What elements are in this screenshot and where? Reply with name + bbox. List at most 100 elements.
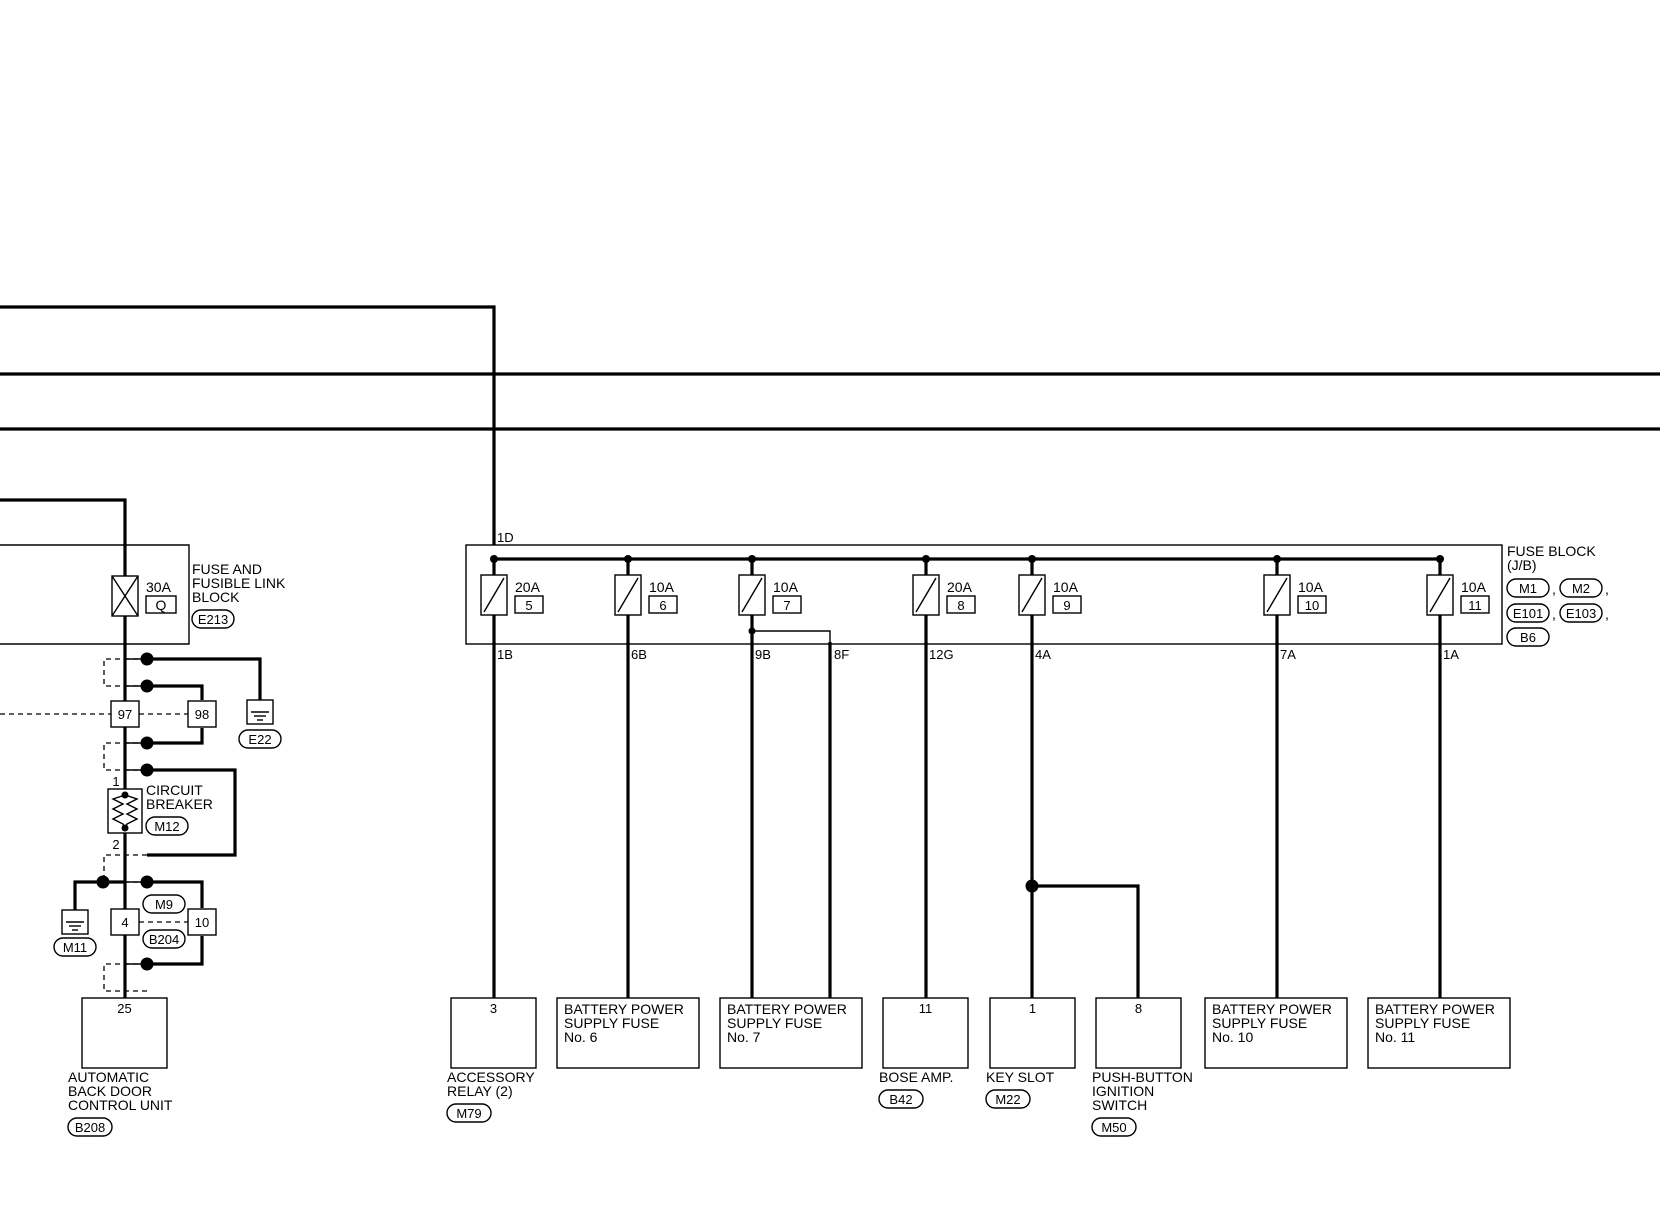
fuse-block-label-1: FUSE BLOCK — [1507, 543, 1596, 559]
pin-box-10 — [187, 908, 217, 936]
component-connector: M79 — [456, 1106, 481, 1121]
connector-separator-3: , — [1552, 606, 1556, 622]
fuse-symbol — [1018, 574, 1046, 616]
connector-separator-4: , — [1605, 606, 1609, 622]
branch-wire-ignition-switch — [1032, 884, 1140, 998]
pin-10: 10 — [195, 915, 209, 930]
breaker-terminal-bottom — [121, 824, 129, 832]
breaker-terminal-top — [121, 791, 129, 799]
component-connector: B208 — [75, 1120, 105, 1135]
connector-e22: E22 — [248, 732, 271, 747]
fuse-output-pin: 1A — [1443, 647, 1459, 662]
connector-badge-m2 — [1559, 578, 1603, 598]
component-pin: 25 — [117, 1001, 131, 1016]
component-label: KEY SLOT — [986, 1069, 1055, 1085]
component-label: PUSH-BUTTON — [1092, 1069, 1193, 1085]
fuse-output-pin: 7A — [1280, 647, 1296, 662]
connector-badge — [446, 1103, 492, 1123]
component-inner-text: No. 11 — [1375, 1029, 1415, 1045]
breaker-pin-1: 1 — [112, 774, 119, 789]
fuse-number: 5 — [525, 598, 532, 613]
fuse-block-input-pin: 1D — [497, 530, 514, 545]
fuse-rating: 10A — [649, 579, 675, 595]
component-label: CONTROL UNIT — [68, 1097, 173, 1113]
connector-badge-e22 — [238, 729, 282, 749]
connector-badge-m11 — [53, 937, 97, 957]
component-inner-text: BATTERY POWER — [564, 1001, 684, 1017]
component-connector: B42 — [889, 1092, 912, 1107]
pin-97: 97 — [118, 707, 132, 722]
connector-m1: M1 — [1519, 581, 1537, 596]
component-inner-text: SUPPLY FUSE — [1212, 1015, 1307, 1031]
fuse-number: 9 — [1063, 598, 1070, 613]
fuse-output-pin: 9B — [755, 647, 771, 662]
fuse-link-block-label-2: FUSIBLE LINK — [192, 575, 286, 591]
connector-separator-2: , — [1605, 581, 1609, 597]
connector-separator-1: , — [1552, 581, 1556, 597]
connector-badge-m12 — [145, 816, 189, 836]
pin-box-97 — [110, 700, 140, 728]
splice-dot-4 — [140, 763, 154, 777]
connector-badge-m9 — [142, 894, 186, 914]
fuse-rating: 20A — [947, 579, 973, 595]
fuse-element — [483, 577, 505, 613]
component-connector: M50 — [1101, 1120, 1126, 1135]
fuse-element — [1266, 577, 1288, 613]
fuse-block-label-2: (J/B) — [1507, 557, 1537, 573]
component-pin: 1 — [1029, 1001, 1036, 1016]
fuse-output-pin-2: 8F — [834, 647, 849, 662]
pin-4: 4 — [121, 915, 128, 930]
component-pin: 3 — [490, 1001, 497, 1016]
component-inner-text: No. 6 — [564, 1029, 598, 1045]
fuse-link-rating: 30A — [146, 579, 172, 595]
splice-dot-key-slot — [1025, 879, 1039, 893]
component-inner-text: BATTERY POWER — [1212, 1001, 1332, 1017]
branch-fuse-7 — [752, 630, 831, 642]
component-box — [1095, 997, 1182, 1069]
ground-icon — [61, 909, 89, 935]
connector-badge — [985, 1089, 1031, 1109]
component-box — [1204, 997, 1348, 1069]
loop-wire-10-return — [147, 936, 204, 966]
fuse-block: 1D FUSE BLOCK (J/B) M1 , M2 , E101 , E10… — [465, 530, 1609, 662]
connector-badge — [1091, 1117, 1137, 1137]
fuse-number-box — [514, 595, 544, 614]
fuse-number: 6 — [659, 598, 666, 613]
component-inner-text: BATTERY POWER — [1375, 1001, 1495, 1017]
connector-b6: B6 — [1520, 630, 1536, 645]
feed-wire-to-fuse-link-block — [0, 498, 127, 576]
feed-wire-to-fuse-block — [0, 305, 496, 559]
fuse-element — [1021, 577, 1043, 613]
component-inner-text: No. 10 — [1212, 1029, 1253, 1045]
component-connector: M22 — [995, 1092, 1020, 1107]
circuit-breaker-label-1: CIRCUIT — [146, 782, 203, 798]
fuse-output-pin: 12G — [929, 647, 954, 662]
component-box — [556, 997, 700, 1069]
splice-dot-2 — [140, 679, 154, 693]
splice-dot-5 — [96, 875, 110, 889]
fuse-number: 10 — [1305, 598, 1319, 613]
fuse-number-box — [772, 595, 802, 614]
loop-wire-97-98 — [147, 684, 204, 700]
breaker-pin-2: 2 — [112, 837, 119, 852]
connector-badge-e213 — [191, 609, 235, 629]
branch-dot-fuse-7 — [748, 627, 756, 635]
fuse-link-id-box — [145, 595, 177, 614]
fuse-link-id: Q — [156, 597, 167, 613]
component-label: ACCESSORY — [447, 1069, 535, 1085]
component-pin: 8 — [1135, 1001, 1142, 1016]
fuse-number-box — [1297, 595, 1327, 614]
component-label: BOSE AMP. — [879, 1069, 953, 1085]
